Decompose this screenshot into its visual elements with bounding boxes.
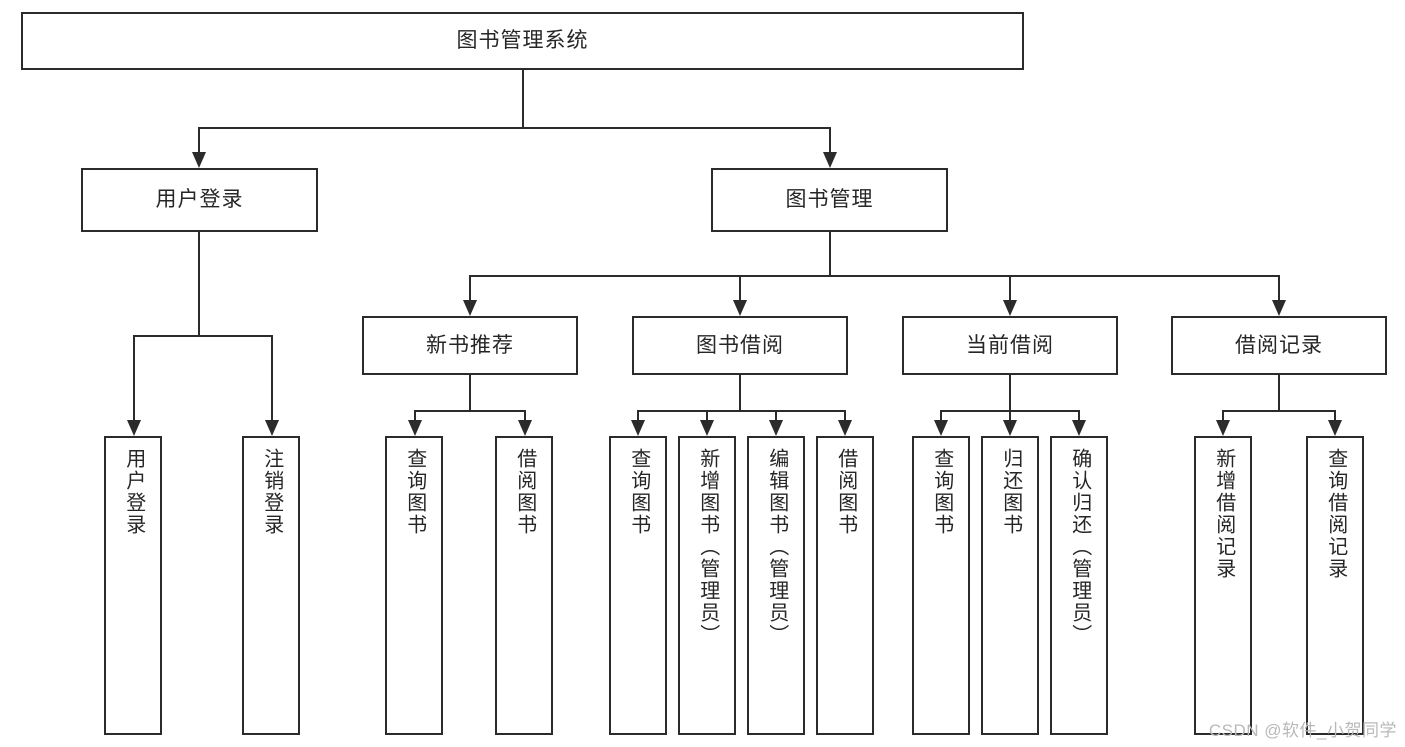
arrow-to-leaf-borrow-record-1 (1328, 420, 1342, 436)
leaf-current-borrow-1[interactable]: 归还图书 (981, 436, 1039, 735)
connector-borrow-book-drop-2 (775, 410, 777, 421)
leaf-borrow-book-2[interactable]: 编辑图书（管理员） (747, 436, 805, 735)
connector-user-login-drop-1 (271, 335, 273, 420)
node-label: 用户登录 (155, 188, 244, 212)
leaf-label: 编辑图书（管理员） (765, 448, 788, 646)
leaf-current-borrow-2[interactable]: 确认归还（管理员） (1050, 436, 1108, 735)
node-label: 借阅记录 (1235, 333, 1323, 357)
node-book-borrow[interactable]: 图书借阅 (632, 316, 848, 375)
arrow-to-leaf-current-borrow-0 (934, 420, 948, 436)
arrow-to-leaf-current-borrow-2 (1072, 420, 1086, 436)
connector-borrow-book-drop-3 (844, 410, 846, 421)
arrow-to-leaf-user-login-1 (265, 420, 279, 436)
connector-new-book-bus (414, 410, 525, 412)
node-root-system[interactable]: 图书管理系统 (21, 12, 1024, 70)
arrow-to-leaf-borrow-book-1 (700, 420, 714, 436)
connector-current-borrow-drop-0 (940, 410, 942, 421)
leaf-label: 确认归还（管理员） (1068, 448, 1091, 646)
arrow-to-borrow-record (1272, 300, 1286, 316)
arrow-to-borrow-book (733, 300, 747, 316)
leaf-new-book-0[interactable]: 查询图书 (385, 436, 443, 735)
connector-current-borrow-drop-1 (1009, 410, 1011, 421)
connector-level2-drop-2 (1009, 275, 1011, 300)
leaf-user-login-0[interactable]: 用户登录 (104, 436, 162, 735)
connector-borrow-book-bus (637, 410, 845, 412)
leaf-borrow-book-1[interactable]: 新增图书（管理员） (678, 436, 736, 735)
node-label: 图书管理 (785, 188, 874, 212)
connector-new-book-drop-1 (524, 410, 526, 421)
node-user-login[interactable]: 用户登录 (81, 168, 318, 232)
leaf-label: 注销登录 (260, 448, 283, 536)
arrow-to-leaf-borrow-record-0 (1216, 420, 1230, 436)
connector-book-mgmt-stem (829, 232, 831, 276)
leaf-borrow-record-1[interactable]: 查询借阅记录 (1306, 436, 1364, 735)
node-borrow-record[interactable]: 借阅记录 (1171, 316, 1387, 375)
connector-level2-drop-1 (739, 275, 741, 300)
node-label: 图书借阅 (696, 333, 784, 357)
connector-user-login-stem (198, 232, 200, 336)
connector-level2-drop-3 (1278, 275, 1280, 300)
connector-current-borrow-stem (1009, 375, 1011, 411)
leaf-label: 查询图书 (930, 448, 953, 536)
connector-level2-drop-0 (469, 275, 471, 300)
arrow-to-new-book (463, 300, 477, 316)
connector-borrow-book-drop-0 (637, 410, 639, 421)
connector-user-login-drop-0 (133, 335, 135, 420)
arrow-to-leaf-borrow-book-2 (769, 420, 783, 436)
arrow-to-leaf-current-borrow-1 (1003, 420, 1017, 436)
leaf-label: 新增借阅记录 (1212, 448, 1235, 580)
connector-level2-bus (469, 275, 1280, 277)
connector-user-login-bus (133, 335, 272, 337)
connector-borrow-record-bus (1222, 410, 1335, 412)
connector-root-drop-right (829, 127, 831, 152)
connector-new-book-drop-0 (414, 410, 416, 421)
node-label: 新书推荐 (426, 333, 514, 357)
arrow-to-book-mgmt (823, 152, 837, 168)
arrow-to-leaf-new-book-0 (408, 420, 422, 436)
arrow-to-user-login (192, 152, 206, 168)
arrow-to-leaf-new-book-1 (518, 420, 532, 436)
leaf-label: 查询借阅记录 (1324, 448, 1347, 580)
leaf-label: 借阅图书 (513, 448, 536, 536)
node-label: 图书管理系统 (456, 29, 589, 53)
connector-borrow-record-stem (1278, 375, 1280, 411)
leaf-label: 查询图书 (627, 448, 650, 536)
arrow-to-leaf-user-login-0 (127, 420, 141, 436)
leaf-current-borrow-0[interactable]: 查询图书 (912, 436, 970, 735)
leaf-label: 查询图书 (403, 448, 426, 536)
arrow-to-leaf-borrow-book-0 (631, 420, 645, 436)
connector-borrow-record-drop-0 (1222, 410, 1224, 421)
leaf-borrow-book-0[interactable]: 查询图书 (609, 436, 667, 735)
connector-root-stem (522, 70, 524, 128)
leaf-user-login-1[interactable]: 注销登录 (242, 436, 300, 735)
connector-borrow-book-stem (739, 375, 741, 411)
connector-root-drop-left (198, 127, 200, 152)
leaf-new-book-1[interactable]: 借阅图书 (495, 436, 553, 735)
node-book-management[interactable]: 图书管理 (711, 168, 948, 232)
arrow-to-current-borrow (1003, 300, 1017, 316)
connector-current-borrow-drop-2 (1078, 410, 1080, 421)
node-label: 当前借阅 (966, 333, 1054, 357)
leaf-borrow-book-3[interactable]: 借阅图书 (816, 436, 874, 735)
connector-new-book-stem (469, 375, 471, 411)
arrow-to-leaf-borrow-book-3 (838, 420, 852, 436)
connector-borrow-book-drop-1 (706, 410, 708, 421)
node-new-book-recommend[interactable]: 新书推荐 (362, 316, 578, 375)
connector-borrow-record-drop-1 (1334, 410, 1336, 421)
leaf-label: 用户登录 (122, 448, 145, 536)
node-current-borrow[interactable]: 当前借阅 (902, 316, 1118, 375)
leaf-borrow-record-0[interactable]: 新增借阅记录 (1194, 436, 1252, 735)
leaf-label: 归还图书 (999, 448, 1022, 536)
leaf-label: 借阅图书 (834, 448, 857, 536)
leaf-label: 新增图书（管理员） (696, 448, 719, 646)
connector-root-bus (198, 127, 831, 129)
